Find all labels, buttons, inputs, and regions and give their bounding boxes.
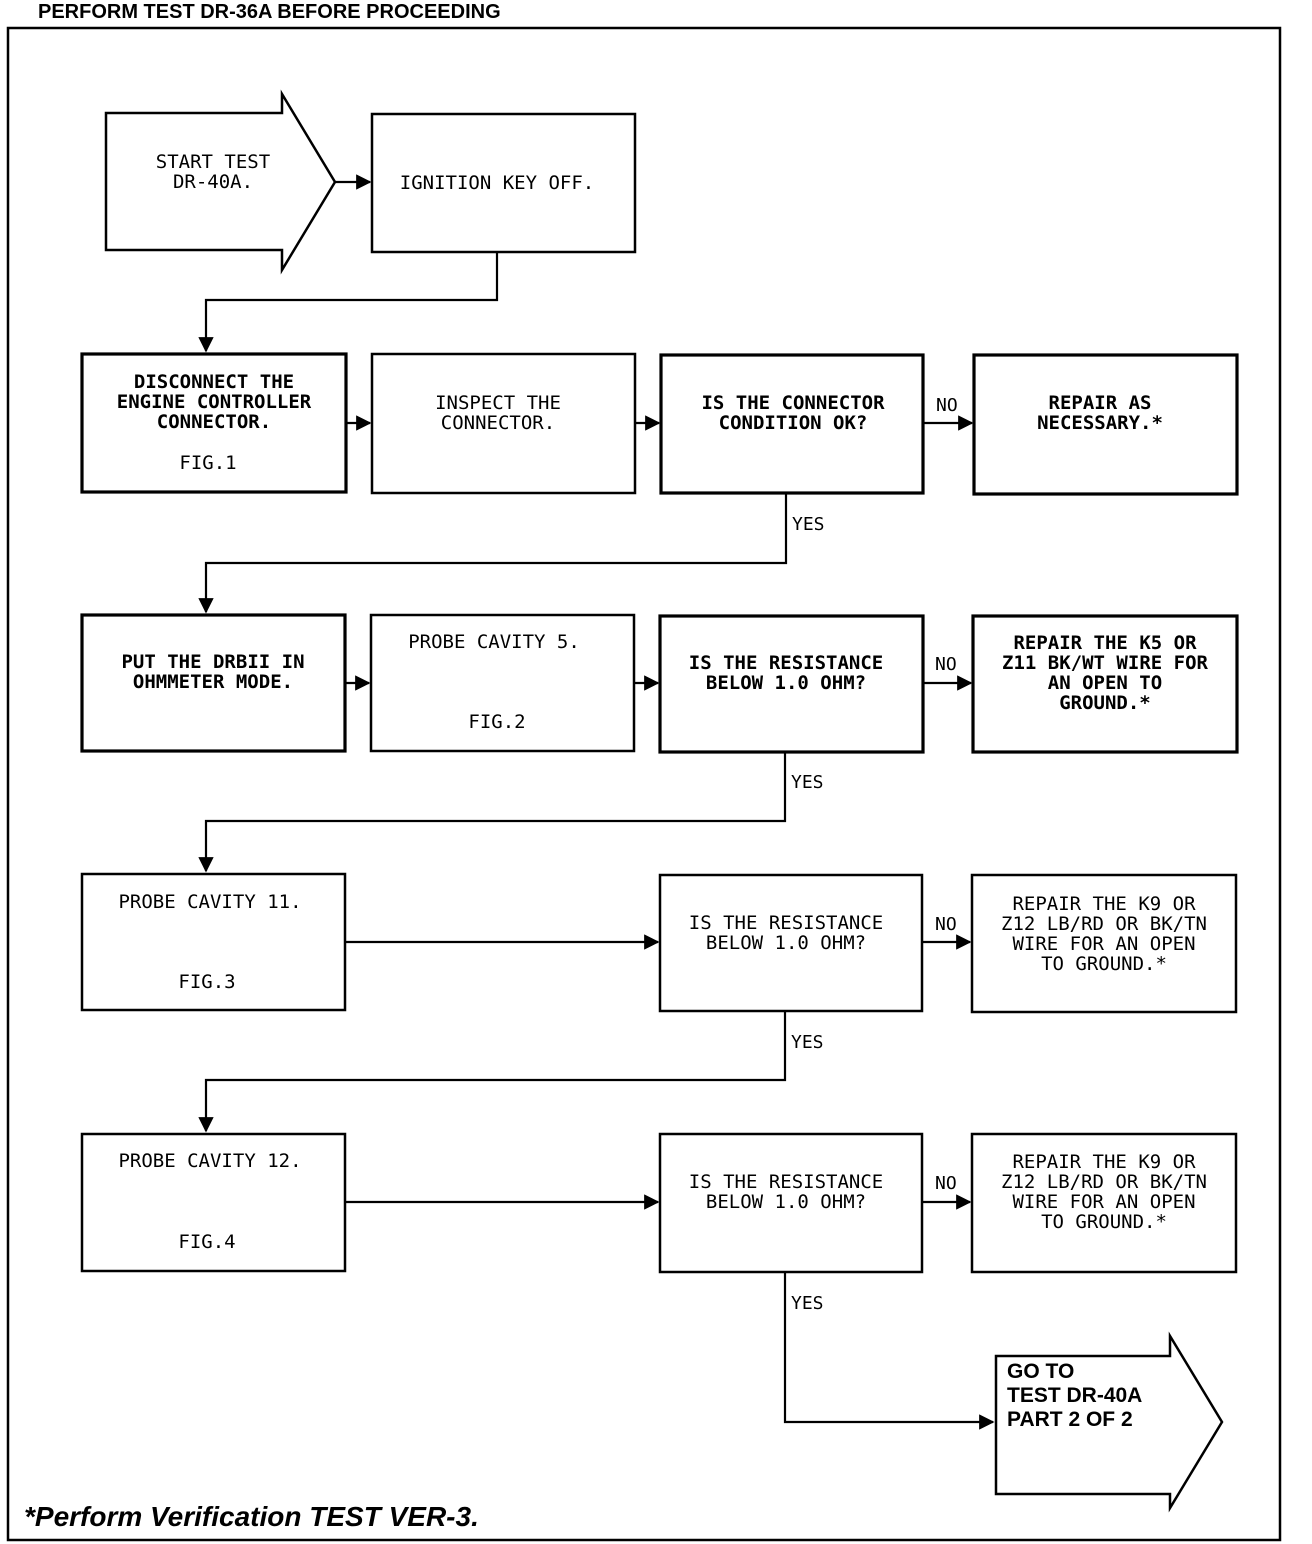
- node-text-line: DISCONNECT THE: [134, 371, 294, 393]
- node-text-line: IS THE CONNECTOR: [701, 392, 885, 414]
- node-text-line: BELOW 1.0 OHM?: [706, 1191, 866, 1213]
- node-text-line: IS THE RESISTANCE: [689, 912, 883, 934]
- fig-3-label: FIG.3: [178, 971, 235, 993]
- yes-label-3: YES: [791, 1032, 824, 1053]
- node-text-line: REPAIR THE K5 OR: [1013, 632, 1197, 654]
- node-text-line: PROBE CAVITY 11.: [118, 891, 301, 913]
- fig-1-label: FIG.1: [179, 452, 236, 474]
- edge-res3-yes: [783, 1272, 995, 1430]
- node-text-line: ENGINE CONTROLLER: [117, 391, 312, 413]
- node-text-line: NECESSARY.*: [1037, 412, 1163, 434]
- node-text-line: Z12 LB/RD OR BK/TN: [1001, 1171, 1207, 1193]
- node-probe-cavity-11: PROBE CAVITY 11. FIG.3: [80, 872, 347, 1012]
- edge-res2-yes: [198, 1011, 787, 1133]
- header-note: PERFORM TEST DR-36A BEFORE PROCEEDING: [38, 1, 501, 23]
- node-text-line: Z11 BK/WT WIRE FOR: [1002, 652, 1208, 674]
- node-text-line: BELOW 1.0 OHM?: [706, 932, 866, 954]
- edge-res1-yes: [198, 752, 787, 873]
- node-text-line: PROBE CAVITY 5.: [408, 631, 580, 653]
- svg-text:PROBE CAVITY 11.: PROBE CAVITY 11.: [118, 891, 301, 913]
- node-text-line: TEST DR-40A: [1007, 1384, 1142, 1407]
- node-text-line: START TEST: [156, 151, 270, 173]
- node-text-line: TO GROUND.*: [1041, 1211, 1167, 1233]
- fig-4-label: FIG.4: [178, 1231, 235, 1253]
- node-text-line: CONDITION OK?: [719, 412, 868, 434]
- fig-2-label: FIG.2: [468, 711, 525, 733]
- node-text-line: WIRE FOR AN OPEN: [1012, 933, 1195, 955]
- node-text-line: PART 2 OF 2: [1007, 1408, 1133, 1431]
- node-text-line: WIRE FOR AN OPEN: [1012, 1191, 1195, 1213]
- node-text-line: IS THE RESISTANCE: [689, 652, 883, 674]
- yes-label-4: YES: [791, 1293, 824, 1314]
- node-probe-cavity-5: PROBE CAVITY 5. FIG.2: [369, 613, 636, 753]
- node-text-line: REPAIR AS: [1049, 392, 1152, 414]
- node-text-line: IGNITION KEY OFF.: [400, 172, 594, 194]
- node-text-line: GROUND.*: [1059, 692, 1151, 714]
- no-label-3: NO: [935, 914, 957, 935]
- node-text-line: Z12 LB/RD OR BK/TN: [1001, 913, 1207, 935]
- yes-label-1: YES: [792, 514, 825, 535]
- node-text-line: DR-40A.: [173, 171, 253, 193]
- node-ignition-key-off: IGNITION KEY OFF.: [370, 112, 637, 254]
- node-text-line: OHMMETER MODE.: [133, 671, 293, 693]
- node-text-line: GO TO: [1007, 1360, 1074, 1383]
- edge-ignition-to-disconnect: [198, 252, 499, 353]
- no-label-1: NO: [936, 395, 958, 416]
- node-probe-cavity-12: PROBE CAVITY 12. FIG.4: [80, 1132, 347, 1273]
- node-text-line: PROBE CAVITY 12.: [118, 1150, 301, 1172]
- yes-label-2: YES: [791, 772, 824, 793]
- node-text-line: IS THE RESISTANCE: [689, 1171, 883, 1193]
- no-label-4: NO: [935, 1173, 957, 1194]
- svg-text:IGNITION KEY OFF.: IGNITION KEY OFF.: [400, 172, 594, 194]
- footer-note: *Perform Verification TEST VER-3.: [24, 1501, 479, 1532]
- node-text-line: CONNECTOR.: [157, 411, 271, 433]
- node-text-line: TO GROUND.*: [1041, 953, 1167, 975]
- no-label-2: NO: [935, 654, 957, 675]
- node-text-line: CONNECTOR.: [441, 412, 555, 434]
- svg-text:PROBE CAVITY 5.: PROBE CAVITY 5.: [408, 631, 580, 653]
- svg-text:PROBE CAVITY 12.: PROBE CAVITY 12.: [118, 1150, 301, 1172]
- outer-frame: [6, 26, 1282, 1542]
- node-text-line: INSPECT THE: [435, 392, 561, 414]
- node-text-line: AN OPEN TO: [1048, 672, 1162, 694]
- node-text-line: REPAIR THE K9 OR: [1012, 893, 1196, 915]
- node-text-line: REPAIR THE K9 OR: [1012, 1151, 1196, 1173]
- node-text-line: PUT THE DRBII IN: [121, 651, 304, 673]
- node-text-line: BELOW 1.0 OHM?: [706, 672, 866, 694]
- edge-condition-yes: [198, 493, 788, 614]
